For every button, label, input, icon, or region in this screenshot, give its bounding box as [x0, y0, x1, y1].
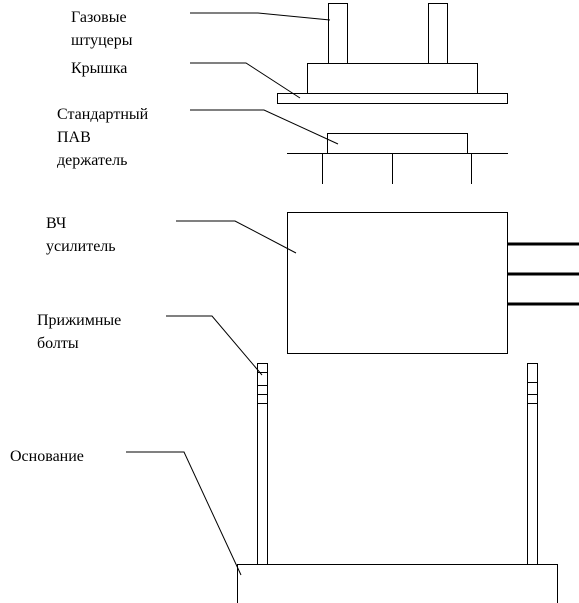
clamping-bolts — [257, 363, 538, 565]
rf-amplifier — [287, 212, 508, 354]
leader-line-clamping-bolts — [166, 315, 263, 376]
label-lid: Крышка — [71, 57, 127, 80]
gas-fittings — [328, 3, 448, 64]
leader-line-rf-amplifier — [176, 220, 297, 254]
leader-line-base — [126, 451, 242, 576]
label-gas-fittings-line-1: Газовые — [71, 9, 127, 26]
lid — [277, 63, 508, 104]
label-lid-line-1: Крышка — [71, 60, 128, 77]
label-saw-holder-line-3: держатель — [57, 152, 128, 169]
rf-amplifier-leads — [507, 242, 579, 306]
base — [237, 564, 558, 603]
label-saw-holder-line-1: Стандартный — [57, 106, 149, 123]
leader-line-lid — [190, 62, 301, 99]
label-gas-fittings: Газовые штуцеры — [71, 6, 133, 52]
leader-line-gas-fittings — [190, 12, 331, 21]
label-clamping-bolts-line-1: Прижимные — [37, 312, 122, 329]
label-rf-amplifier-line-1: ВЧ — [46, 215, 67, 232]
label-base-line-1: Основание — [10, 448, 84, 465]
leader-line-saw-holder — [190, 109, 339, 145]
label-clamping-bolts: Прижимные болты — [37, 309, 121, 355]
label-clamping-bolts-line-2: болты — [37, 335, 79, 352]
label-gas-fittings-line-2: штуцеры — [71, 32, 133, 49]
label-base: Основание — [10, 445, 84, 468]
label-rf-amplifier-line-2: усилитель — [46, 238, 116, 255]
label-rf-amplifier: ВЧ усилитель — [46, 212, 116, 258]
label-saw-holder: Стандартный ПАВ держатель — [57, 103, 148, 172]
saw-holder — [287, 133, 508, 184]
label-saw-holder-line-2: ПАВ — [57, 129, 91, 146]
